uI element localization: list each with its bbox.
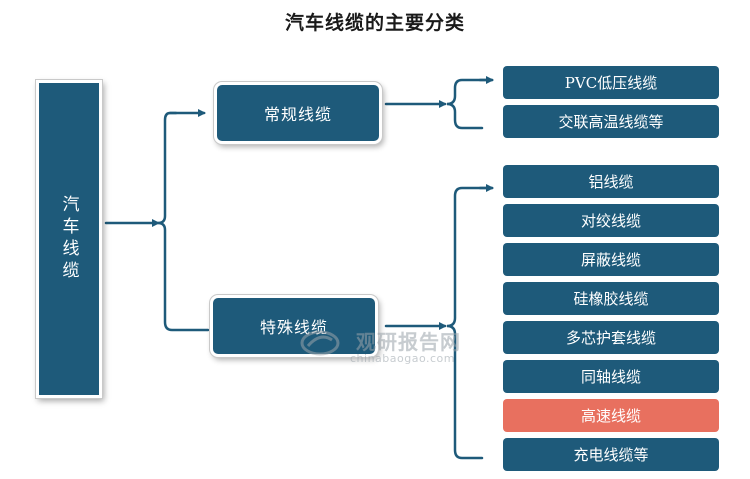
- special-bracket: [446, 186, 494, 460]
- diagram-title: 汽车线缆的主要分类: [284, 12, 465, 34]
- category-bracket: [157, 111, 210, 332]
- regular-bracket: [446, 78, 494, 130]
- leaf-coaxial: 同轴线缆: [503, 360, 719, 393]
- leaf-aluminum: 铝线缆: [503, 165, 719, 198]
- leaf-high-speed: 高速线缆: [503, 399, 719, 432]
- leaf-shielded: 屏蔽线缆: [503, 243, 719, 276]
- root-node: 汽车线缆: [36, 80, 102, 398]
- leaf-pvc-low-voltage: PVC低压线缆: [503, 66, 719, 99]
- watermark-name: 观研报告网: [356, 330, 461, 354]
- watermark: 观研报告网 chinabaogao.com: [300, 322, 500, 372]
- watermark-logo-icon: [300, 330, 340, 356]
- leaf-charging: 充电线缆等: [503, 438, 719, 471]
- root-label: 汽车线缆: [58, 195, 79, 283]
- leaf-silicone-rubber: 硅橡胶线缆: [503, 282, 719, 315]
- leaf-crosslinked-high-temp: 交联高温线缆等: [503, 105, 719, 138]
- watermark-url: chinabaogao.com: [350, 352, 455, 365]
- leaf-multicore-sheathed: 多芯护套线缆: [503, 321, 719, 354]
- leaf-twisted-pair: 对绞线缆: [503, 204, 719, 237]
- category-regular-node: 常规线缆: [214, 82, 382, 144]
- category-regular-label: 常规线缆: [263, 105, 332, 124]
